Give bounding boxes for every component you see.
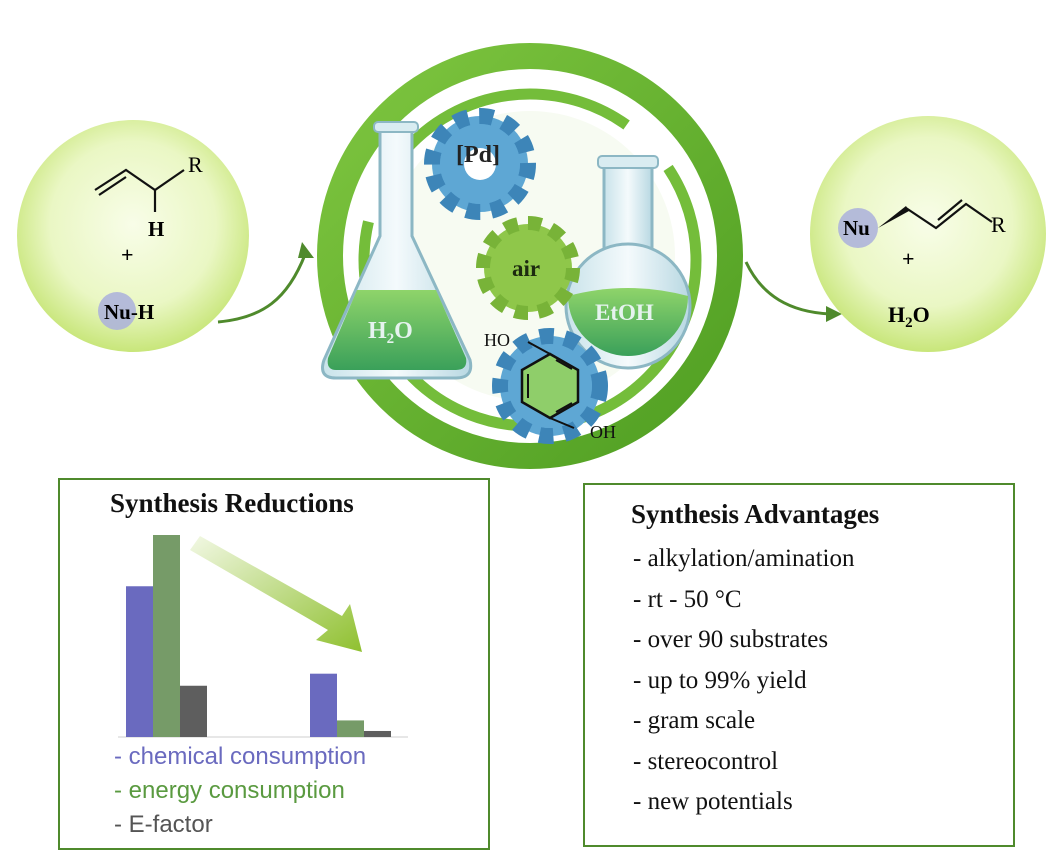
ethanol-flask-label: EtOH (595, 300, 654, 325)
advantages-title: Synthesis Advantages (631, 499, 880, 529)
product-plus: + (902, 246, 915, 271)
advantage-item: - up to 99% yield (633, 666, 807, 694)
reactant-h-label: H (148, 217, 164, 241)
allyl-chain (905, 202, 993, 230)
reductions-bar-chart (118, 535, 408, 738)
reductions-title: Synthesis Reductions (110, 488, 354, 518)
legend-chemical-consumption: - chemical consumption (114, 743, 367, 770)
reactant-r-label: R (188, 152, 203, 177)
bar-group1-series2 (153, 535, 180, 737)
hydroquinone-oh-label: OH (590, 422, 616, 442)
bar-group1-series3 (180, 685, 207, 737)
nucleophile-highlight (838, 208, 878, 248)
advantage-item: - over 90 substrates (633, 626, 829, 653)
advantage-item: - new potentials (633, 788, 793, 815)
air-gear-label: air (512, 256, 540, 281)
product-sphere: Nu R + H2O (810, 116, 1046, 352)
synthesis-advantages-panel: Synthesis Advantages - alkylation/aminat… (583, 483, 1015, 847)
palladium-gear: [Pd] (424, 108, 536, 220)
bar-group2-series2 (337, 720, 364, 737)
wedge-bond (878, 206, 909, 228)
hydroquinone-gear: HO OH (484, 328, 616, 444)
output-arrow-head (826, 306, 842, 322)
bar-group2-series3 (364, 730, 391, 737)
legend-energy-consumption: - energy consumption (114, 777, 345, 804)
ethanol-flask: EtOH (564, 155, 692, 370)
input-arrow (217, 251, 308, 324)
product-water: H2O (888, 302, 930, 331)
product-nucleophile: Nu (843, 216, 870, 240)
reductions-legend: - chemical consumption - energy consumpt… (114, 740, 366, 842)
palladium-gear-label: [Pd] (456, 142, 500, 168)
catalytic-system: H2O EtOH [Pd] air (317, 43, 743, 469)
reactant-plus: + (121, 242, 134, 267)
reactant-sphere: R H + Nu-H (17, 120, 249, 352)
hydroquinone-ho-label: HO (484, 330, 510, 350)
water-flask: H2O (321, 121, 473, 380)
air-gear: air (476, 216, 580, 320)
bar-group1-series1 (126, 586, 153, 737)
synthesis-reductions-panel: Synthesis Reductions - chemical consumpt… (58, 478, 490, 850)
advantage-item: - rt - 50 °C (633, 585, 742, 613)
reactant-nucleophile: Nu-H (104, 300, 154, 324)
decrease-arrow (190, 536, 362, 652)
nucleophile-highlight (98, 292, 136, 330)
advantage-item: - alkylation/amination (633, 545, 855, 572)
legend-e-factor: - E-factor (114, 811, 213, 838)
advantage-item: - gram scale (633, 707, 756, 734)
input-arrow-head (298, 242, 314, 258)
advantages-list: - alkylation/amination - rt - 50 °C - ov… (633, 539, 854, 823)
product-r-label: R (991, 212, 1006, 237)
advantage-item: - stereocontrol (633, 747, 779, 775)
output-arrow (744, 261, 831, 316)
allyl-skeleton (94, 168, 185, 192)
water-flask-label: H2O (368, 318, 413, 347)
bar-group2-series1 (310, 673, 337, 737)
